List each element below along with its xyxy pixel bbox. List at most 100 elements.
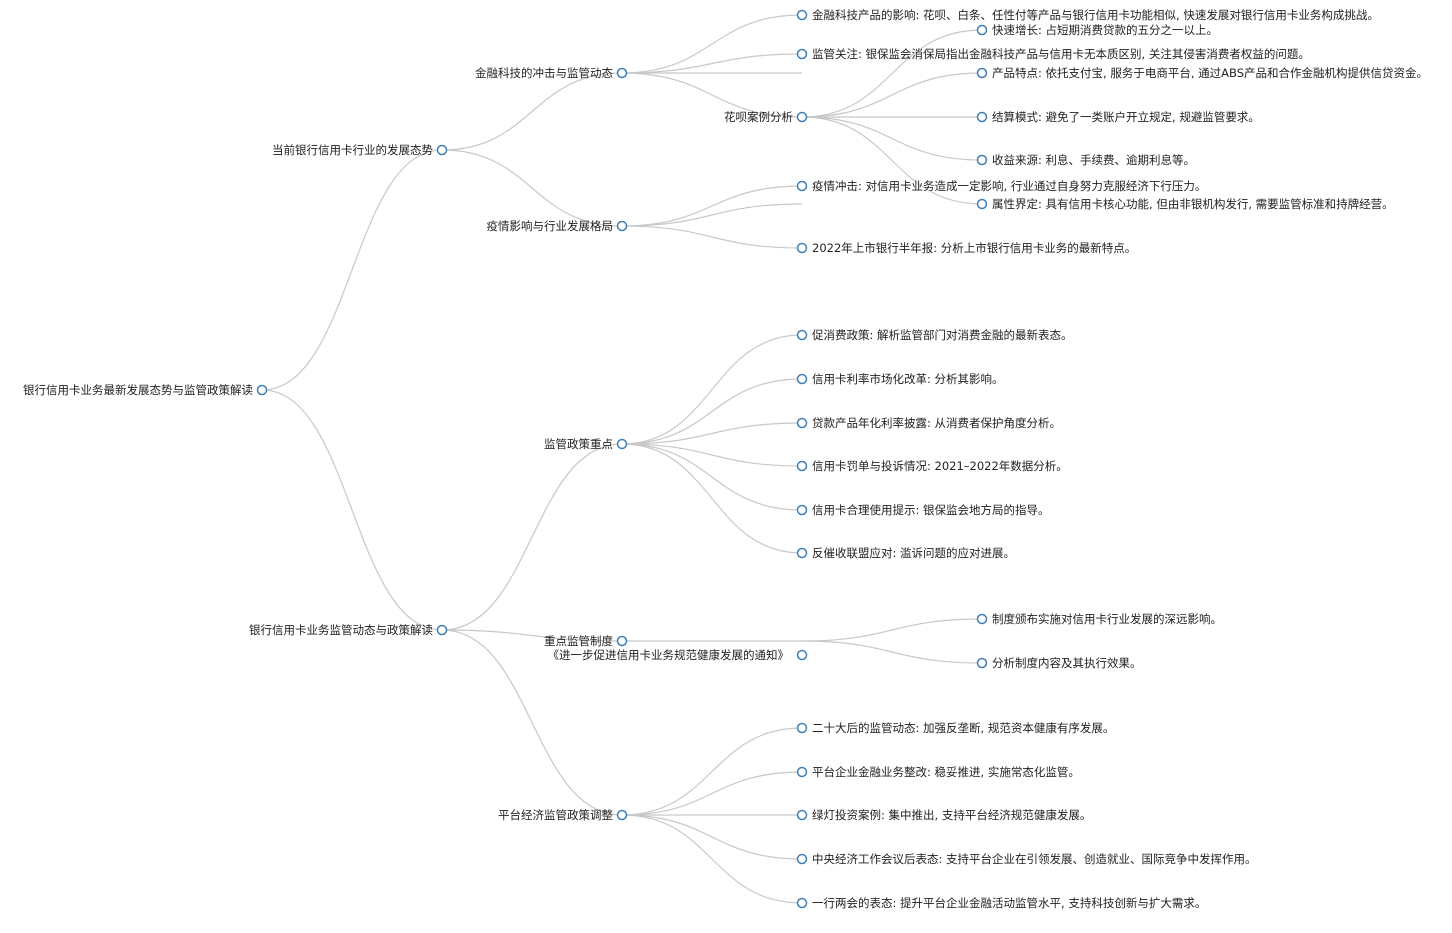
node-toggle-circle[interactable] [616,809,628,821]
node-toggle-circle[interactable] [436,624,448,636]
leaf-notice-item[interactable]: 分析制度内容及其执行效果。 [976,656,1142,670]
leaf-platform-item[interactable]: 二十大后的监管动态: 加强反垄断, 规范资本健康有序发展。 [796,721,1115,735]
node-toggle-circle[interactable] [796,460,808,472]
connector-line [621,378,803,445]
connector-line [621,443,803,511]
leaf-huabei-item[interactable]: 结算模式: 避免了一类账户开立规定, 规避监管要求。 [976,110,1260,124]
connector-line [621,727,803,816]
node-toggle-circle[interactable] [796,649,808,661]
node-toggle-circle[interactable] [796,722,808,734]
node-toggle-circle[interactable] [796,504,808,516]
node-toggle-circle[interactable] [796,329,808,341]
leaf-platform-item[interactable]: 平台企业金融业务整改: 稳妥推进, 实施常态化监管。 [796,765,1080,779]
node-toggle-circle[interactable] [796,373,808,385]
leaf-policy-item[interactable]: 贷款产品年化利率披露: 从消费者保护角度分析。 [796,416,1062,430]
leaf-notice-item-label: 制度颁布实施对信用卡行业发展的深远影响。 [992,612,1222,626]
node-toggle-circle[interactable] [796,48,808,60]
connector-line [441,149,623,227]
node-toggle-circle[interactable] [796,180,808,192]
node-toggle-circle[interactable] [796,547,808,559]
leaf-pandemic-item[interactable]: 疫情冲击: 对信用卡业务造成一定影响, 行业通过自身努力克服经济下行压力。 [796,179,1207,193]
node-toggle-circle[interactable] [256,384,268,396]
topic-platform-economy-label: 平台经济监管政策调整 [498,808,613,822]
leaf-platform-item-label: 绿灯投资案例: 集中推出, 支持平台经济规范健康发展。 [812,808,1091,822]
connector-line [621,14,803,74]
branch-regulation-policy[interactable]: 银行信用卡业务监管动态与政策解读 [249,623,448,637]
node-toggle-circle[interactable] [616,220,628,232]
leaf-policy-item[interactable]: 促消费政策: 解析监管部门对消费金融的最新表态。 [796,328,1073,342]
leaf-platform-item[interactable]: 绿灯投资案例: 集中推出, 支持平台经济规范健康发展。 [796,808,1092,822]
topic-huabei-case[interactable]: 花呗案例分析 [724,110,808,124]
node-toggle-circle[interactable] [616,635,628,647]
node-toggle-circle[interactable] [976,67,988,79]
topic-platform-economy[interactable]: 平台经济监管政策调整 [498,808,628,822]
connector-line [801,72,983,118]
leaf-pandemic-item-label: 疫情冲击: 对信用卡业务造成一定影响, 行业通过自身努力克服经济下行压力。 [812,179,1206,193]
leaf-platform-item[interactable]: 一行两会的表态: 提升平台企业金融活动监管水平, 支持科技创新与扩大需求。 [796,896,1207,910]
topic-key-regulation[interactable]: 重点监管制度 [544,634,628,648]
node-toggle-circle[interactable] [976,111,988,123]
node-toggle-circle[interactable] [976,24,988,36]
leaf-pandemic-item[interactable]: 2022年上市银行半年报: 分析上市银行信用卡业务的最新特点。 [796,241,1137,255]
topic-pandemic-impact[interactable]: 疫情影响与行业发展格局 [487,219,628,233]
leaf-huabei-item[interactable]: 快速增长: 占短期消费贷款的五分之一以上。 [976,23,1219,37]
mindmap-links [261,14,983,904]
leaf-platform-item-label: 平台企业金融业务整改: 稳妥推进, 实施常态化监管。 [812,765,1080,779]
leaf-policy-item-label: 贷款产品年化利率披露: 从消费者保护角度分析。 [812,416,1061,430]
node-toggle-circle[interactable] [976,657,988,669]
root-node[interactable]: 银行信用卡业务最新发展态势与监管政策解读 [23,383,268,397]
node-toggle-circle[interactable] [796,809,808,821]
leaf-policy-item[interactable]: 反催收联盟应对: 滥诉问题的应对进展。 [796,546,1016,560]
node-toggle-circle[interactable] [976,154,988,166]
node-toggle-circle[interactable] [616,438,628,450]
leaf-policy-item-label: 信用卡利率市场化改革: 分析其影响。 [812,372,1004,386]
leaf-huabei-item-label: 快速增长: 占短期消费贷款的五分之一以上。 [992,23,1218,37]
topic-policy-focus[interactable]: 监管政策重点 [544,437,628,451]
leaf-policy-item[interactable]: 信用卡合理使用提示: 银保监会地方局的指导。 [796,503,1050,517]
leaf-policy-item[interactable]: 信用卡利率市场化改革: 分析其影响。 [796,372,1004,386]
leaf-fintech-item-label: 金融科技产品的影响: 花呗、白条、任性付等产品与银行信用卡功能相似, 快速发展对… [812,8,1379,22]
node-toggle-circle[interactable] [796,897,808,909]
topic-policy-focus-label: 监管政策重点 [544,437,613,451]
connector-line [801,116,983,205]
connector-line [621,334,803,445]
node-toggle-circle[interactable] [616,67,628,79]
connector-line [621,225,803,249]
topic-credit-card-notice: 《进一步促进信用卡业务规范健康发展的通知》 [548,648,790,662]
mindmap-nodes: 银行信用卡业务最新发展态势与监管政策解读 当前银行信用卡行业的发展态势 金融科技的冲… [23,8,1428,910]
node-toggle-circle[interactable] [976,198,988,210]
leaf-huabei-item-label: 属性界定: 具有信用卡核心功能, 但由非银机构发行, 需要监管标准和持牌经营。 [992,197,1394,211]
node-toggle-circle[interactable] [796,9,808,21]
node-toggle-circle[interactable] [436,144,448,156]
node-toggle-circle[interactable] [796,766,808,778]
node-toggle-circle[interactable] [796,417,808,429]
node-toggle-circle[interactable] [796,111,808,123]
topic-pandemic-impact-label: 疫情影响与行业发展格局 [487,219,614,233]
node-toggle-circle[interactable] [976,613,988,625]
leaf-notice-item-label: 分析制度内容及其执行效果。 [992,656,1142,670]
connector-line [621,203,803,227]
branch-development-trend-label: 当前银行信用卡行业的发展态势 [272,143,433,157]
leaf-policy-item[interactable]: 信用卡罚单与投诉情况: 2021–2022年数据分析。 [796,459,1068,473]
connector-line [621,53,803,74]
branch-regulation-policy-label: 银行信用卡业务监管动态与政策解读 [249,623,433,637]
connector-line [441,629,623,642]
leaf-fintech-item[interactable]: 金融科技产品的影响: 花呗、白条、任性付等产品与银行信用卡功能相似, 快速发展对… [796,8,1379,22]
node-toggle-circle[interactable] [796,242,808,254]
root-node-label: 银行信用卡业务最新发展态势与监管政策解读 [23,383,253,397]
connector-line [621,771,803,816]
connector-line [441,443,623,631]
leaf-huabei-item[interactable]: 产品特点: 依托支付宝, 服务于电商平台, 通过ABS产品和合作金融机构提供信贷… [976,66,1429,80]
node-toggle-circle[interactable] [796,853,808,865]
leaf-fintech-item[interactable]: 监管关注: 银保监会消保局指出金融科技产品与信用卡无本质区别, 关注其侵害消费者… [796,47,1310,61]
connector-line [801,618,983,642]
leaf-platform-item[interactable]: 中央经济工作会议后表态: 支持平台企业在引领发展、创造就业、国际竞争中发挥作用。 [796,852,1257,866]
leaf-policy-item-label: 反催收联盟应对: 滥诉问题的应对进展。 [812,546,1015,560]
leaf-notice-item[interactable]: 制度颁布实施对信用卡行业发展的深远影响。 [976,612,1223,626]
branch-development-trend[interactable]: 当前银行信用卡行业的发展态势 [272,143,448,157]
connector-line [621,185,803,227]
leaf-huabei-item[interactable]: 属性界定: 具有信用卡核心功能, 但由非银机构发行, 需要监管标准和持牌经营。 [976,197,1394,211]
topic-fintech-impact[interactable]: 金融科技的冲击与监管动态 [475,66,628,80]
leaf-huabei-item[interactable]: 收益来源: 利息、手续费、逾期利息等。 [976,153,1196,167]
